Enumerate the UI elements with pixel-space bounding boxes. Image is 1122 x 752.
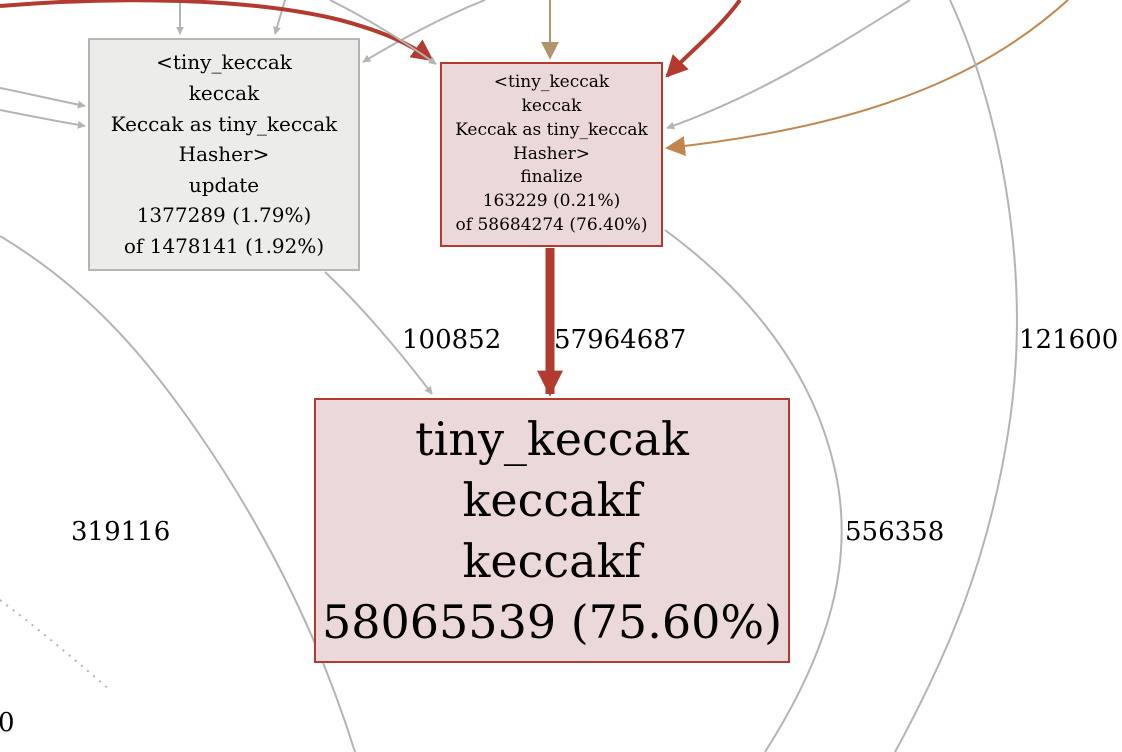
node-finalize-line-3: Keccak as tiny_keccak xyxy=(455,119,648,140)
node-tiny-keccak-keccakf[interactable]: tiny_keccak keccakf keccakf 58065539 (75… xyxy=(314,398,790,663)
node-update-line-2: keccak xyxy=(188,81,260,106)
node-finalize-line-5: finalize xyxy=(520,167,583,188)
node-keccakf-line-4: 58065539 (75.60%) xyxy=(321,594,783,649)
edge-into-update-d xyxy=(0,109,86,129)
node-keccakf-line-1: tiny_keccak xyxy=(415,411,689,466)
edge-label-cut-off: 0 xyxy=(0,708,15,738)
node-tiny-keccak-update[interactable]: <tiny_keccak keccak Keccak as tiny_kecca… xyxy=(88,38,360,271)
node-keccakf-line-2: keccakf xyxy=(462,472,642,527)
edge-label-finalize-to-keccakf: 57964687 xyxy=(554,325,687,355)
edge-into-update-b xyxy=(273,0,286,35)
node-update-line-1: <tiny_keccak xyxy=(156,50,292,75)
node-finalize-line-4: Hasher> xyxy=(512,143,591,164)
edge-gray-top-to-finalize xyxy=(329,0,437,65)
edge-left-long xyxy=(0,235,356,752)
edge-gray-top-to-update xyxy=(362,0,486,63)
node-update-line-6: 1377289 (1.79%) xyxy=(136,203,312,228)
edge-label-left: 319116 xyxy=(71,517,171,547)
edge-warm-right-to-finalize xyxy=(665,0,1069,157)
node-update-line-5: update xyxy=(188,172,260,197)
node-finalize-line-6: 163229 (0.21%) xyxy=(482,191,621,212)
edge-finalize-down-right xyxy=(664,229,843,752)
node-keccakf-line-3: keccakf xyxy=(462,533,642,588)
edge-dotted-bottom-left xyxy=(0,599,111,691)
edge-into-update-c xyxy=(0,87,86,109)
edge-label-middle-right: 556358 xyxy=(845,517,945,547)
edge-update-to-keccakf xyxy=(324,271,433,395)
edge-gray-right-to-finalize xyxy=(666,0,911,130)
edge-label-update-to-keccakf: 100852 xyxy=(402,325,502,355)
node-update-line-3: Keccak as tiny_keccak xyxy=(110,111,338,136)
node-finalize-line-2: keccak xyxy=(521,96,582,116)
node-finalize-line-7: of 58684274 (76.40%) xyxy=(455,214,648,235)
edge-label-right: 121600 xyxy=(1019,325,1119,355)
node-tiny-keccak-finalize[interactable]: <tiny_keccak keccak Keccak as tiny_kecca… xyxy=(440,62,663,247)
node-finalize-line-1: <tiny_keccak xyxy=(493,72,610,93)
node-update-line-7: of 1478141 (1.92%) xyxy=(123,233,325,258)
edge-hot-right-to-finalize xyxy=(665,0,742,78)
node-update-line-4: Hasher> xyxy=(178,142,270,167)
edge-right-long xyxy=(894,0,1018,752)
